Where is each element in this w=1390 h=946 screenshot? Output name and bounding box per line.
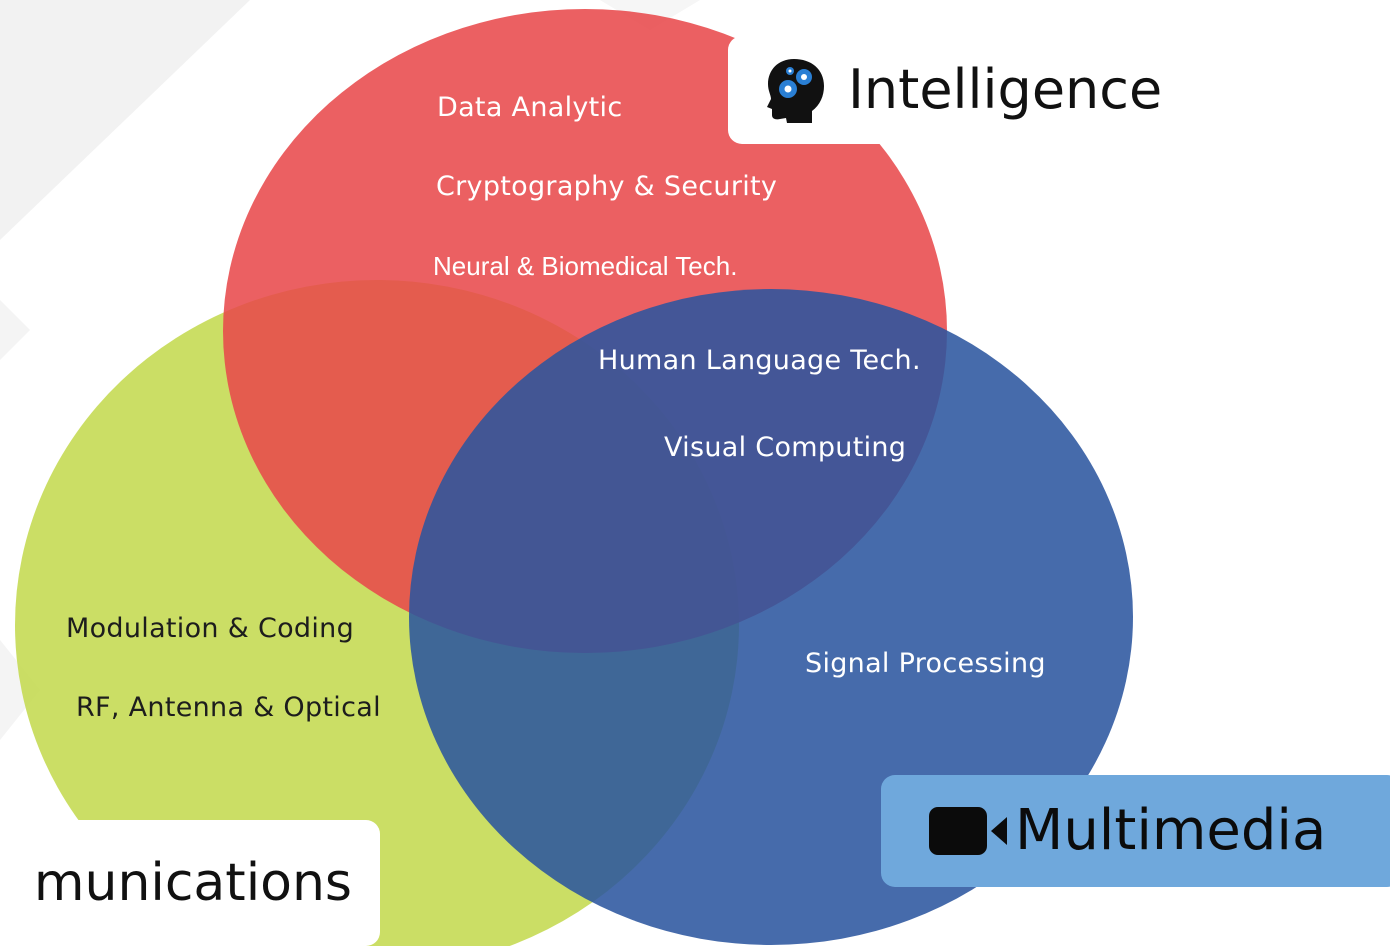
topic-visual-computing: Visual Computing bbox=[664, 432, 907, 463]
topic-data-analytic: Data Analytic bbox=[437, 92, 623, 123]
brain-gears-icon bbox=[764, 57, 826, 123]
topic-human-language: Human Language Tech. bbox=[598, 345, 921, 376]
multimedia-tag: Multimedia bbox=[881, 775, 1390, 887]
intelligence-label: Intelligence bbox=[848, 58, 1163, 121]
topic-cryptography-security: Cryptography & Security bbox=[436, 171, 778, 202]
topic-rf-antenna-optical: RF, Antenna & Optical bbox=[76, 692, 381, 723]
communications-tag: munications bbox=[0, 820, 380, 946]
topic-signal-processing: Signal Processing bbox=[805, 648, 1046, 679]
topic-modulation-coding: Modulation & Coding bbox=[66, 613, 355, 644]
multimedia-label: Multimedia bbox=[1015, 798, 1327, 863]
communications-label: munications bbox=[33, 853, 352, 913]
intelligence-tag: Intelligence bbox=[728, 36, 1390, 144]
topic-neural-biomedical: Neural & Biomedical Tech. bbox=[433, 251, 738, 281]
video-camera-icon bbox=[929, 805, 1009, 857]
